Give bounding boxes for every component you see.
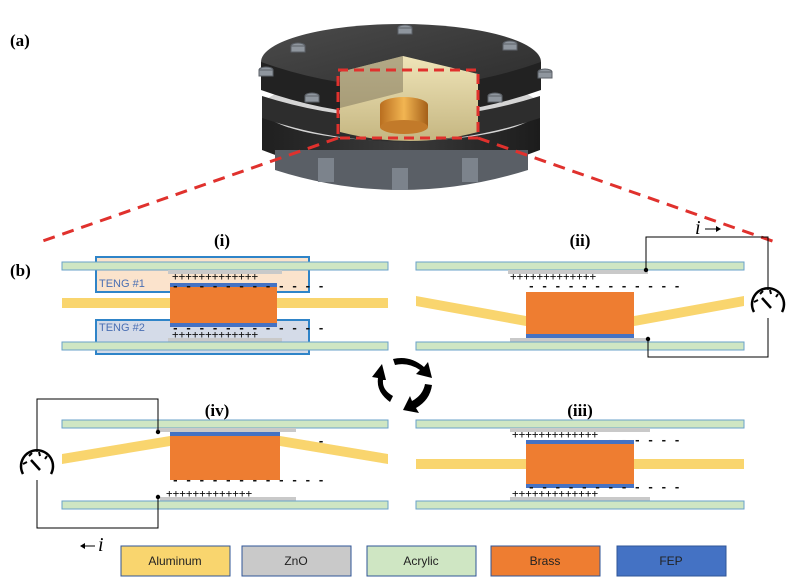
zoom-line-right xyxy=(477,136,779,245)
legend-swatch xyxy=(366,545,477,577)
zno-top xyxy=(156,428,296,432)
acrylic-bottom xyxy=(415,341,745,351)
aluminum-left xyxy=(62,298,170,308)
charges-block-top-negative: - - - - - - - - - - - - xyxy=(172,280,324,293)
zno-top xyxy=(510,428,650,432)
device-render xyxy=(36,24,779,245)
zoom-line-left xyxy=(36,136,339,245)
cycle-arrows-icon xyxy=(372,358,432,413)
charges-bottom-positive: +++++++++++++ xyxy=(166,487,252,500)
zno-top xyxy=(168,270,282,274)
acrylic-top xyxy=(61,419,389,429)
step-iii: (iii) +++++++++++++ - - - - - - - - - - … xyxy=(415,401,745,510)
junction-bottom xyxy=(645,336,651,342)
zno-bottom xyxy=(510,338,650,342)
bolts xyxy=(258,24,553,103)
aluminum-left xyxy=(416,296,526,326)
legend-item-acrylic: Acrylic xyxy=(366,545,477,577)
circuit-wire-return xyxy=(647,318,769,358)
charges-top-positive: +++++++++++++ xyxy=(512,428,598,441)
step-label-iv: (iv) xyxy=(205,401,230,420)
zno-top xyxy=(508,270,648,274)
fep-bottom xyxy=(170,323,277,327)
legend-swatch xyxy=(120,545,231,577)
brass-block xyxy=(526,292,634,334)
arrow-right-icon xyxy=(705,226,721,232)
aluminum-right xyxy=(277,298,388,308)
legend-label: Aluminum xyxy=(148,554,201,568)
legend-label: Brass xyxy=(530,554,561,568)
arrow-left-icon xyxy=(80,543,95,549)
current-label-ii: i xyxy=(695,217,701,239)
charges-top-positive: +++++++++++++ xyxy=(172,270,258,283)
fep-top xyxy=(170,432,280,436)
charges-block-top-negative: - - - - - - - - - - - - xyxy=(528,280,680,293)
ammeter-icon xyxy=(750,287,786,313)
zno-bottom xyxy=(160,497,296,501)
ammeter-icon xyxy=(19,449,55,475)
charges-top-positive: +++++++++++++ xyxy=(510,270,596,283)
step-i: (i) +++++++++++++ - - - - - - - - - - - … xyxy=(61,231,389,355)
acrylic-top xyxy=(415,261,745,271)
legend-item-aluminum: Aluminum xyxy=(120,545,231,577)
acrylic-bottom xyxy=(61,500,389,510)
circuit-wire xyxy=(645,236,769,290)
junction-bottom xyxy=(155,494,161,500)
teng1-label: TENG #1 xyxy=(99,278,145,290)
legend-swatch xyxy=(241,545,352,577)
step-label-ii: (ii) xyxy=(570,231,591,250)
fep-top xyxy=(170,283,277,287)
panel-label-a: (a) xyxy=(10,31,30,50)
step-ii: (ii) +++++++++++++ - - - - - - - - - - -… xyxy=(415,217,786,358)
current-label-iv: i xyxy=(98,534,104,556)
charges-block-bottom-negative: - - - - - - - - - - - - xyxy=(172,322,324,335)
step-label-iii: (iii) xyxy=(567,401,593,420)
brass-cylinder-bottom xyxy=(380,120,428,134)
zoom-box xyxy=(336,68,480,140)
clamp-front-left xyxy=(318,158,334,182)
acrylic-top xyxy=(61,261,389,271)
legend-item-fep: FEP xyxy=(616,545,727,577)
legend-label: FEP xyxy=(659,554,682,568)
aluminum-right xyxy=(634,459,744,469)
aluminum-right xyxy=(280,436,388,464)
brass-block xyxy=(170,287,277,323)
aluminum-left xyxy=(62,436,170,464)
acrylic-bottom xyxy=(61,341,389,351)
legend: Aluminum ZnO Acrylic Brass FEP xyxy=(120,545,727,577)
acrylic-top xyxy=(415,419,745,429)
acrylic-bottom xyxy=(415,500,745,510)
panel-label-b: (b) xyxy=(10,261,31,280)
legend-label: ZnO xyxy=(284,554,307,568)
junction-top xyxy=(155,429,161,435)
aluminum-right xyxy=(634,296,744,326)
charges-bottom-positive: +++++++++++++ xyxy=(172,328,258,341)
step-label-i: (i) xyxy=(214,231,230,250)
fep-bottom xyxy=(526,484,634,488)
brass-block xyxy=(170,436,280,480)
circuit-wire xyxy=(36,398,159,452)
charges-block-bottom-negative: - - - - - - - - - - - - xyxy=(528,481,680,494)
zno-bottom xyxy=(510,497,650,501)
junction-top xyxy=(643,267,649,273)
clamp-front-right xyxy=(462,158,478,182)
legend-swatch xyxy=(616,545,727,577)
legend-swatch xyxy=(490,545,601,577)
legend-label: Acrylic xyxy=(403,554,438,568)
aluminum-left xyxy=(416,459,526,469)
brass-block xyxy=(526,444,634,484)
fep-top xyxy=(526,440,634,444)
legend-item-zno: ZnO xyxy=(241,545,352,577)
step-iv: (iv) - - - - - - - - - - - - - - - - - -… xyxy=(19,398,389,556)
legend-item-brass: Brass xyxy=(490,545,601,577)
zno-bottom xyxy=(168,338,282,342)
clamp-front-center xyxy=(392,168,408,190)
fep-bottom xyxy=(526,334,634,338)
circuit-wire-return xyxy=(36,480,159,529)
charges-bottom-positive: +++++++++++++ xyxy=(512,487,598,500)
charges-block-bottom-negative: - - - - - - - - - - - - xyxy=(172,474,324,487)
teng2-label: TENG #2 xyxy=(99,322,145,334)
